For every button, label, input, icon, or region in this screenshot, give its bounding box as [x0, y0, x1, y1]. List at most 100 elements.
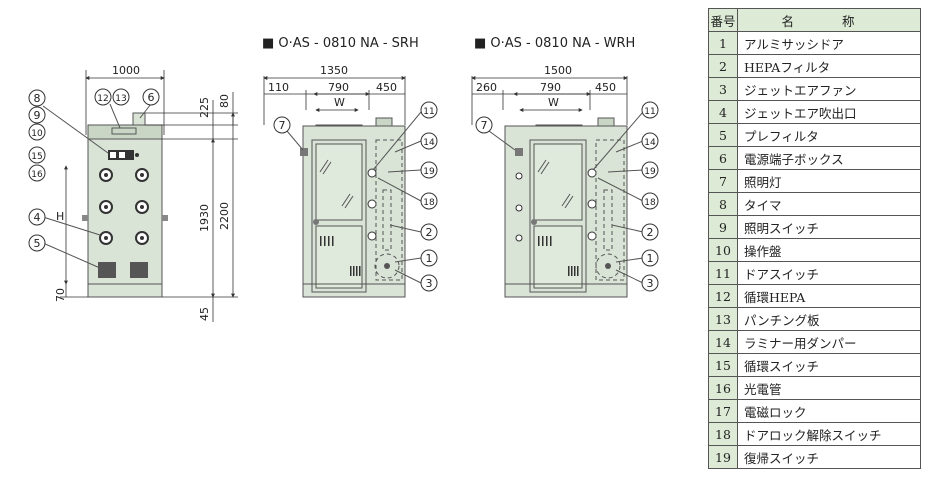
row-number: 6	[708, 146, 738, 170]
row-name: 循環スイッチ	[737, 353, 921, 377]
header-number: 番号	[708, 8, 738, 32]
row-number: 10	[708, 238, 738, 262]
dim-top-225: 225	[198, 97, 211, 118]
row-number: 3	[708, 77, 738, 101]
callout-13: 13	[115, 94, 126, 104]
wrh-dim-right: 450	[595, 81, 616, 94]
row-name: パンチング板	[737, 307, 921, 331]
callout-4: 4	[34, 211, 41, 224]
callout-16: 16	[31, 170, 43, 180]
row-name: 光電管	[737, 376, 921, 400]
wrh-view: 1500 260 790 450 W	[471, 64, 644, 298]
row-name: ジェットエアファン	[737, 77, 921, 101]
srh-view: 1350 110 790 450 W	[263, 64, 422, 298]
dim-h-label: H	[56, 210, 64, 223]
srh-dim-mid: 790	[328, 81, 349, 94]
row-name: プレフィルタ	[737, 123, 921, 147]
srh-callout-1: 1	[426, 252, 433, 265]
srh-callout-18: 18	[423, 198, 435, 208]
wrh-callout-14: 14	[644, 138, 656, 148]
row-name: ラミナー用ダンパー	[737, 330, 921, 354]
row-name: ドアロック解除スイッチ	[737, 422, 921, 446]
srh-w-label: W	[334, 96, 345, 109]
row-name: HEPAフィルタ	[737, 54, 921, 78]
callout-10: 10	[31, 129, 43, 139]
dim-width-1000: 1000	[112, 64, 140, 77]
wrh-callout-7: 7	[481, 119, 488, 132]
row-number: 12	[708, 284, 738, 308]
callout-9: 9	[34, 109, 41, 122]
model-title-srh: ■ O·AS - 0810 NA - SRH	[262, 36, 419, 51]
srh-callout-2: 2	[426, 226, 433, 239]
wrh-callout-11: 11	[644, 107, 655, 117]
row-number: 18	[708, 422, 738, 446]
wrh-dim-overall: 1500	[544, 64, 572, 77]
row-name: ジェットエア吹出口	[737, 100, 921, 124]
dim-top-80: 80	[218, 94, 231, 108]
row-number: 8	[708, 192, 738, 216]
dim-base-45: 45	[198, 307, 211, 321]
srh-callout-19: 19	[423, 167, 435, 177]
technical-drawing: ■ O·AS - 0810 NA - SRH ■ O·AS - 0810 NA …	[28, 36, 659, 322]
row-name: タイマ	[737, 192, 921, 216]
row-name: 復帰スイッチ	[737, 445, 921, 469]
wrh-callout-19: 19	[644, 167, 656, 177]
wrh-callout-18: 18	[644, 198, 656, 208]
srh-callout-14: 14	[423, 138, 435, 148]
row-number: 9	[708, 215, 738, 239]
callout-5: 5	[34, 237, 41, 250]
wrh-callout-2: 2	[647, 226, 654, 239]
row-number: 15	[708, 353, 738, 377]
parts-table-header: 番号 名 称	[708, 8, 921, 32]
row-number: 7	[708, 169, 738, 193]
srh-callout-11: 11	[423, 107, 434, 117]
row-name: 電源端子ボックス	[737, 146, 921, 170]
header-name: 名 称	[737, 8, 921, 32]
callout-15: 15	[31, 152, 42, 162]
row-number: 16	[708, 376, 738, 400]
model-title-wrh: ■ O·AS - 0810 NA - WRH	[474, 36, 635, 51]
dim-height-2200: 2200	[218, 202, 231, 230]
row-number: 14	[708, 330, 738, 354]
callout-8: 8	[34, 92, 41, 105]
row-number: 11	[708, 261, 738, 285]
row-name: アルミサッシドア	[737, 31, 921, 55]
srh-callout-7: 7	[279, 119, 286, 132]
srh-dim-left: 110	[268, 81, 289, 94]
callout-12: 12	[97, 94, 108, 104]
row-name: ドアスイッチ	[737, 261, 921, 285]
row-number: 13	[708, 307, 738, 331]
srh-dim-overall: 1350	[320, 64, 348, 77]
row-name: 循環HEPA	[737, 284, 921, 308]
row-number: 19	[708, 445, 738, 469]
row-name: 電磁ロック	[737, 399, 921, 423]
wrh-dim-left: 260	[476, 81, 497, 94]
row-number: 5	[708, 123, 738, 147]
wrh-dim-mid: 790	[540, 81, 561, 94]
dim-base-70: 70	[54, 288, 67, 302]
row-number: 4	[708, 100, 738, 124]
row-number: 2	[708, 54, 738, 78]
row-number: 17	[708, 399, 738, 423]
callout-6: 6	[148, 91, 155, 104]
row-number: 1	[708, 31, 738, 55]
row-name: 操作盤	[737, 238, 921, 262]
